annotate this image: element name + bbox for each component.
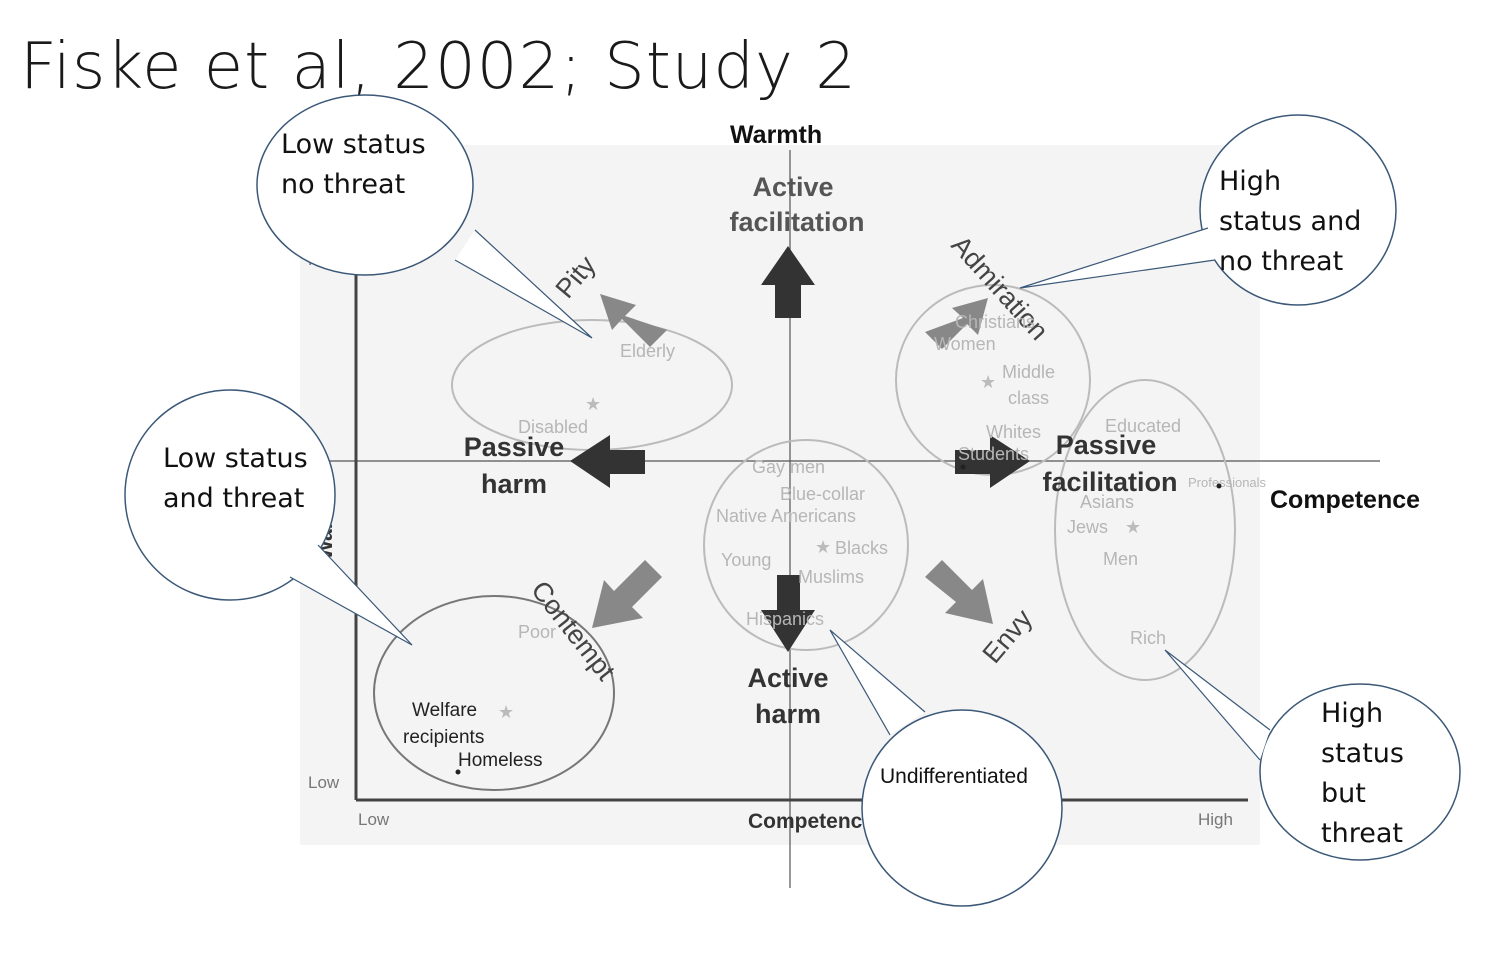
- star-pity: ★: [585, 394, 601, 414]
- callout-high-no-threat-line3: no threat: [1219, 246, 1343, 277]
- inner-y-low: Low: [308, 773, 340, 792]
- group-jews: Jews: [1067, 517, 1108, 537]
- dot-homeless: [455, 769, 461, 775]
- slide-title: Fiske et al, 2002; Study 2: [20, 30, 857, 104]
- arrow-active-facilitation: [761, 246, 815, 318]
- cluster-pity: [451, 319, 733, 451]
- callout-high-no-threat-line1: High: [1219, 166, 1281, 197]
- label-passive-facilitation-1: Passive: [1056, 430, 1157, 460]
- group-men: Men: [1103, 549, 1138, 569]
- label-passive-harm-2: harm: [481, 469, 547, 499]
- group-recipients: recipients: [403, 727, 484, 748]
- label-active-facilitation-2: facilitation: [729, 207, 864, 237]
- inner-x-low: Low: [358, 810, 390, 829]
- arrow-passive-harm: [570, 435, 645, 488]
- arrow-admiration: [925, 298, 988, 349]
- callout-high-no-threat-bubble: [1199, 114, 1397, 306]
- top-warmth-label: Warmth: [730, 121, 822, 149]
- arrow-envy: [925, 560, 993, 624]
- dot-students: [960, 464, 966, 470]
- group-hispanics: Hispanics: [746, 609, 824, 629]
- callout-undifferentiated-line1: Undifferentiated: [880, 765, 1028, 788]
- callout-low-threat-line2: and threat: [163, 483, 304, 514]
- label-active-harm-1: Active: [747, 663, 828, 693]
- label-passive-harm-1: Passive: [464, 432, 565, 462]
- right-competence-label: Competence: [1270, 486, 1420, 514]
- callout-high-no-threat-line2: status and: [1219, 206, 1361, 237]
- label-pity: Pity: [550, 250, 602, 304]
- callout-high-threat-line1: High: [1321, 698, 1383, 729]
- star-envy: ★: [1125, 517, 1141, 537]
- cluster-envy: [1054, 379, 1236, 681]
- group-asians: Asians: [1080, 492, 1134, 512]
- callout-undifferentiated-bubble: [861, 709, 1063, 907]
- group-muslims: Muslims: [798, 567, 864, 587]
- inner-x-label: Competence: [748, 810, 874, 833]
- arrow-pity: [600, 294, 667, 347]
- label-active-harm-2: harm: [755, 699, 821, 729]
- inner-x-high: High: [1198, 810, 1233, 829]
- group-rich: Rich: [1130, 628, 1166, 648]
- group-women: Women: [934, 334, 996, 354]
- callout-high-threat-line4: threat: [1321, 818, 1403, 849]
- group-students: Students: [958, 444, 1029, 464]
- star-admiration: ★: [980, 372, 996, 392]
- group-educated: Educated: [1105, 416, 1181, 436]
- callout-low-threat-bubble: [124, 389, 336, 601]
- callout-low-no-threat-line2: no threat: [281, 169, 405, 200]
- dot-professionals: [1216, 483, 1222, 489]
- group-homeless: Homeless: [458, 750, 542, 771]
- group-poor: Poor: [518, 622, 556, 642]
- arrow-passive-facilitation: [955, 435, 1030, 488]
- callout-low-threat-line1: Low status: [163, 443, 308, 474]
- group-blue-collar: Blue-collar: [780, 484, 865, 504]
- group-whites: Whites: [986, 422, 1041, 442]
- group-class: class: [1008, 388, 1049, 408]
- callout-high-no-threat-pointer: [1019, 227, 1216, 289]
- group-gay-men: Gay men: [752, 457, 825, 477]
- star-undifferentiated: ★: [815, 537, 831, 557]
- arrow-contempt: [592, 560, 662, 628]
- callout-high-threat-bubble: [1259, 683, 1461, 861]
- group-christians: Christians: [955, 312, 1035, 332]
- group-native-americans: Native Americans: [716, 506, 856, 526]
- label-passive-facilitation-2: facilitation: [1042, 467, 1177, 497]
- callout-low-no-threat-pointer: [454, 229, 593, 339]
- callout-low-no-threat-bubble: [256, 94, 474, 276]
- group-professionals: Professionals: [1188, 475, 1267, 490]
- star-contempt: ★: [498, 702, 514, 722]
- group-welfare: Welfare: [412, 700, 477, 721]
- arrow-active-harm: [761, 575, 815, 652]
- group-disabled: Disabled: [518, 417, 588, 437]
- group-blacks: Blacks: [835, 538, 888, 558]
- cluster-contempt: [373, 595, 615, 791]
- group-young: Young: [721, 550, 771, 570]
- callout-high-threat-line2: status: [1321, 738, 1404, 769]
- callout-high-threat-pointer: [1164, 649, 1271, 761]
- callout-high-threat-line3: but: [1321, 778, 1366, 809]
- callout-undifferentiated-pointer: [829, 629, 926, 736]
- cluster-undifferentiated: [703, 439, 909, 651]
- callout-low-threat-pointer: [289, 544, 413, 646]
- group-elderly: Elderly: [620, 341, 675, 361]
- label-active-facilitation-1: Active: [752, 172, 833, 202]
- group-middle: Middle: [1002, 362, 1055, 382]
- callout-low-no-threat-line1: Low status: [281, 129, 426, 160]
